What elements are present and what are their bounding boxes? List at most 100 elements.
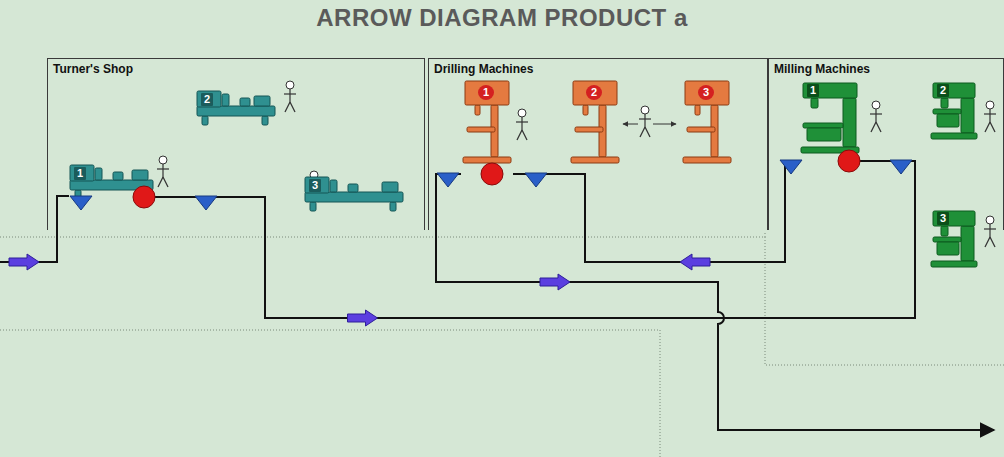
exit-flow [436, 174, 994, 430]
machine-part [571, 157, 619, 163]
milling-machine: 1 [801, 83, 859, 163]
machine-part [305, 177, 329, 193]
machine-part [262, 116, 268, 125]
operation-circle [838, 150, 860, 172]
machine-part [583, 105, 588, 115]
machine-part [933, 237, 961, 242]
machine-part [348, 184, 358, 192]
lathe-machine: 3 [304, 173, 404, 211]
area-heading: Milling Machines [769, 60, 875, 78]
machine-part [575, 127, 603, 132]
inspection-triangle [437, 173, 459, 187]
machine-number: 2 [937, 84, 949, 97]
machine-part [70, 165, 94, 181]
flow-arrow [680, 254, 710, 270]
machine-number: 1 [478, 85, 494, 100]
lathe-machine: 2 [196, 89, 276, 125]
machine-part [807, 128, 841, 141]
machine-part [843, 98, 856, 147]
machine-part [933, 83, 975, 98]
milling-machine: 2 [931, 83, 977, 139]
dotted-line [765, 232, 766, 237]
machine-part [573, 81, 617, 105]
inspection-triangle [195, 196, 217, 210]
milling-machine: 3 [931, 211, 977, 267]
machine-part [95, 168, 102, 180]
operator-arrows [623, 124, 676, 125]
machine-part [463, 157, 511, 163]
machine-part [310, 202, 316, 211]
machine-number: 3 [309, 179, 321, 192]
dotted-line [0, 330, 660, 457]
operation-circle [481, 163, 503, 185]
drill-press: 3 [681, 81, 733, 163]
flow-arrow [540, 274, 570, 290]
machine-number: 1 [807, 84, 819, 97]
inspection-triangle [70, 196, 92, 210]
dotted-line [0, 237, 1004, 365]
operator [984, 101, 996, 132]
inspection-triangle [780, 160, 802, 174]
machine-part [941, 226, 948, 236]
machine-part [197, 91, 221, 107]
machine-part [465, 81, 509, 105]
machine-part [240, 98, 250, 106]
machine-part [222, 94, 229, 106]
drill-press: 2 [569, 81, 621, 163]
work-area: Drilling Machines 1 2 3 [428, 58, 768, 230]
operator [639, 106, 651, 137]
entry-flow [0, 196, 69, 270]
operator-arrow [653, 124, 676, 125]
area-heading: Drilling Machines [429, 60, 538, 78]
machine-part [937, 242, 959, 255]
machine-part [330, 180, 337, 192]
flow-line [513, 161, 801, 262]
machine-part [937, 114, 959, 127]
machine-part [933, 211, 975, 226]
machine-part [931, 261, 977, 267]
operator [284, 81, 296, 112]
machine-part [803, 123, 843, 128]
machine-number: 2 [586, 85, 602, 100]
machine-part [254, 96, 270, 106]
inspection-triangle [890, 160, 912, 174]
machine-part [382, 182, 398, 192]
work-area: Turner's Shop 1 2 3 [47, 58, 425, 230]
machine-part [961, 98, 974, 133]
operator-arrow [623, 124, 638, 125]
machine-part [695, 105, 700, 115]
machine-part [132, 170, 148, 180]
machine-part [931, 133, 977, 139]
operators [157, 81, 996, 247]
flow-line [0, 196, 69, 262]
flow-line [154, 161, 915, 318]
inspection-triangle [525, 173, 547, 187]
flow-arrow [9, 254, 39, 270]
work-area: Milling Machines 1 2 3 [768, 58, 1004, 230]
machine-part [933, 109, 961, 114]
operator [516, 109, 528, 140]
machine-part [467, 127, 495, 132]
machine-part [202, 116, 208, 125]
machine-number: 3 [698, 85, 714, 100]
lathe-machine: 1 [69, 151, 154, 199]
dotted-area-lines [0, 232, 1004, 457]
machine-part [803, 83, 857, 98]
area-heading: Turner's Shop [48, 60, 138, 78]
machine-part [687, 127, 715, 132]
machine-number: 1 [74, 167, 86, 180]
flow-arrow [348, 310, 378, 326]
machine-part [941, 98, 948, 108]
machine-number: 3 [937, 212, 949, 225]
machine-part [683, 157, 731, 163]
drill-press: 1 [461, 81, 513, 176]
operator [870, 101, 882, 132]
flow-line [436, 174, 994, 430]
diagram-title: ARROW DIAGRAM PRODUCT a [0, 4, 1004, 32]
machine-part [811, 98, 818, 108]
machine-part [685, 81, 729, 105]
operator [984, 216, 996, 247]
machine-part [390, 202, 396, 211]
operation-circle [133, 186, 155, 208]
machine-part [475, 105, 480, 115]
